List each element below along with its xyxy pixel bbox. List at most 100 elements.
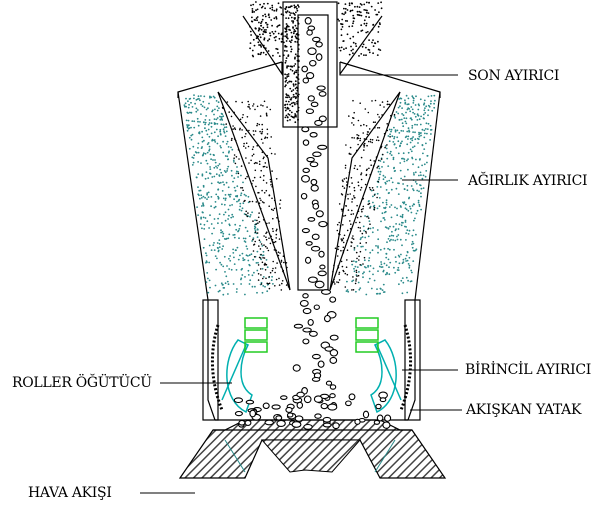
- dust-dot: [217, 143, 219, 145]
- dust-dot: [404, 176, 406, 178]
- dust-dot: [336, 281, 338, 283]
- dust-dot: [220, 123, 222, 125]
- chute-dot: [287, 116, 289, 118]
- chute-dot: [298, 110, 300, 112]
- hopper-dot: [351, 50, 353, 52]
- dust-dot: [202, 175, 204, 177]
- dust-dot: [385, 257, 387, 259]
- dust-dot: [398, 283, 400, 285]
- dust-dot: [280, 266, 282, 268]
- chute-dot: [288, 96, 290, 98]
- dust-dot: [350, 228, 352, 230]
- dust-dot: [386, 241, 388, 243]
- dust-dot: [384, 263, 386, 265]
- chute-dot: [287, 82, 289, 84]
- dust-dot: [391, 154, 393, 156]
- dust-dot: [233, 283, 235, 285]
- dust-dot: [427, 114, 429, 116]
- dust-dot: [218, 101, 220, 103]
- dust-dot: [384, 248, 386, 250]
- dust-dot: [377, 166, 379, 168]
- dust-dot: [349, 186, 351, 188]
- dust-dot: [231, 149, 233, 151]
- dust-dot: [397, 113, 399, 115]
- dust-dot: [362, 263, 364, 265]
- dust-dot: [192, 146, 194, 148]
- dust-dot: [236, 195, 238, 197]
- bed-pebble: [315, 414, 321, 418]
- dust-dot: [272, 231, 274, 233]
- dust-dot: [234, 263, 236, 265]
- dust-dot: [225, 199, 227, 201]
- dust-dot: [189, 112, 191, 114]
- chute-dot: [295, 25, 297, 27]
- dust-dot: [368, 236, 370, 238]
- dust-dot: [206, 255, 208, 257]
- hopper-dot: [283, 54, 285, 56]
- chute-dot: [289, 11, 291, 13]
- dust-dot: [245, 238, 247, 240]
- dust-dot: [196, 99, 198, 101]
- dust-dot: [400, 254, 402, 256]
- dust-dot: [234, 237, 236, 239]
- dust-dot: [259, 221, 261, 223]
- hopper-dot: [276, 18, 278, 20]
- dust-dot: [386, 189, 388, 191]
- dust-dot: [372, 139, 374, 141]
- falling-pebble: [330, 335, 338, 340]
- dust-dot: [367, 131, 369, 133]
- hopper-dot: [377, 2, 379, 4]
- hopper-dot: [379, 49, 381, 51]
- dust-dot: [247, 106, 249, 108]
- hopper-dot: [372, 52, 374, 54]
- hopper-dot: [275, 16, 277, 18]
- chute-dot: [297, 10, 299, 12]
- dust-dot: [380, 146, 382, 148]
- dust-dot: [197, 109, 199, 111]
- dust-dot: [227, 141, 229, 143]
- chute-dot: [298, 82, 300, 84]
- dust-dot: [384, 133, 386, 135]
- dust-dot: [200, 218, 202, 220]
- dust-dot: [337, 255, 339, 257]
- dust-dot: [407, 158, 409, 160]
- dust-dot: [377, 136, 379, 138]
- hopper-dot: [282, 35, 284, 37]
- dust-dot: [265, 162, 267, 164]
- dust-dot: [401, 113, 403, 115]
- dust-dot: [394, 170, 396, 172]
- dust-dot: [377, 229, 379, 231]
- hopper-dot: [260, 53, 262, 55]
- dust-dot: [186, 120, 188, 122]
- chute-pebble: [318, 271, 326, 276]
- chute-pebble: [315, 281, 324, 288]
- dust-dot: [398, 269, 400, 271]
- chute-dot: [295, 53, 297, 55]
- dust-dot: [211, 183, 213, 185]
- dust-dot: [380, 261, 382, 263]
- dust-dot: [405, 239, 407, 241]
- dust-dot: [383, 291, 385, 293]
- dust-dot: [197, 186, 199, 188]
- dust-dot: [399, 223, 401, 225]
- dust-dot: [212, 159, 214, 161]
- hopper-dot: [364, 19, 366, 21]
- dust-dot: [342, 224, 344, 226]
- mill-base: [180, 420, 445, 478]
- dust-dot: [225, 282, 227, 284]
- dust-dot: [209, 280, 211, 282]
- dust-dot: [332, 281, 334, 283]
- dust-dot: [192, 106, 194, 108]
- dust-dot: [219, 175, 221, 177]
- hopper-dot: [263, 3, 265, 5]
- dust-dot: [354, 168, 356, 170]
- hopper-dot: [254, 19, 256, 21]
- dust-dot: [384, 212, 386, 214]
- hopper-dot: [345, 11, 347, 13]
- dust-dot: [235, 190, 237, 192]
- dust-dot: [229, 205, 231, 207]
- falling-pebble: [330, 357, 337, 363]
- dust-dot: [428, 96, 430, 98]
- chute-pebble: [305, 18, 311, 24]
- dust-dot: [204, 197, 206, 199]
